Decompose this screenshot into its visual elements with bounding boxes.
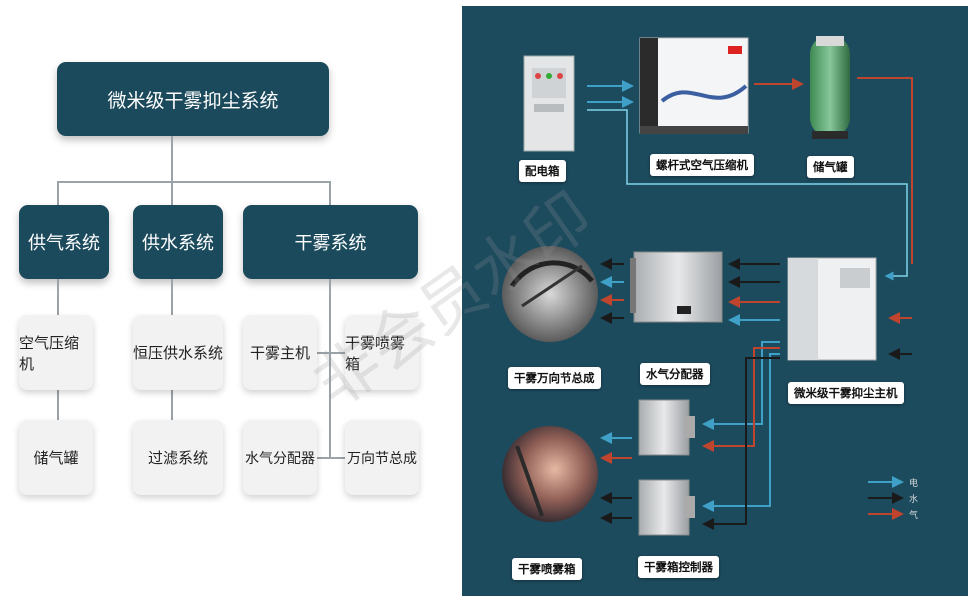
legend-label-power: 电 [909,479,919,489]
distributor-image [630,251,723,323]
item-dry-fog-host: 干雾主机 [243,315,317,390]
connector [315,457,345,459]
label-spray-box-controller: 干雾箱控制器 [638,556,719,578]
label-main-unit: 微米级干雾抑尘主机 [788,382,904,404]
item-air-compressor: 空气压缩机 [19,315,93,390]
system-org-chart: 微米级干雾抑尘系统 供气系统 供水系统 干雾系统 空气压缩机 储气罐 恒压供水系… [0,0,462,600]
item-universal-joint: 万向节总成 [345,420,419,495]
spray-box-controller-image [638,479,695,536]
flow-graphics [502,36,913,536]
item-constant-pressure-water: 恒压供水系统 [133,315,223,390]
screw-compressor-image [639,37,749,134]
legend-label-air: 气 [909,511,919,521]
power-box-image [523,55,575,152]
connector [57,181,331,183]
spray-box-unit-image [638,399,695,456]
legend-label-water: 水 [909,495,919,505]
spray-box-photo [502,426,598,522]
connector [171,181,173,205]
process-flow-diagram: 电 水 气 配电箱 螺杆式空气压缩机 储气罐 干雾万向节总成 水气分配器 微米级… [462,6,968,596]
connector [315,352,345,354]
air-tank-image [810,36,850,139]
label-screw-compressor: 螺杆式空气压缩机 [650,154,754,176]
legend [868,476,904,520]
label-distributor: 水气分配器 [640,363,710,385]
label-power-box: 配电箱 [519,160,566,182]
connector [329,279,331,457]
item-filter-system: 过滤系统 [133,420,223,495]
label-spray-box: 干雾喷雾箱 [512,558,582,580]
dry-fog-main-unit-image [787,257,877,361]
root-node: 微米级干雾抑尘系统 [57,62,329,136]
label-universal-joint: 干雾万向节总成 [508,367,601,389]
flow-lines [587,77,913,530]
item-water-air-distributor: 水气分配器 [243,420,317,495]
branch-water-supply: 供水系统 [133,205,223,279]
branch-dry-fog: 干雾系统 [243,205,418,279]
connector [329,181,331,205]
branch-air-supply: 供气系统 [19,205,109,279]
universal-joint-photo [502,246,598,342]
item-air-tank: 储气罐 [19,420,93,495]
item-dry-fog-spray-box: 干雾喷雾箱 [345,315,419,390]
label-air-tank: 储气罐 [807,156,854,178]
connector [57,181,59,205]
connector [171,136,173,182]
